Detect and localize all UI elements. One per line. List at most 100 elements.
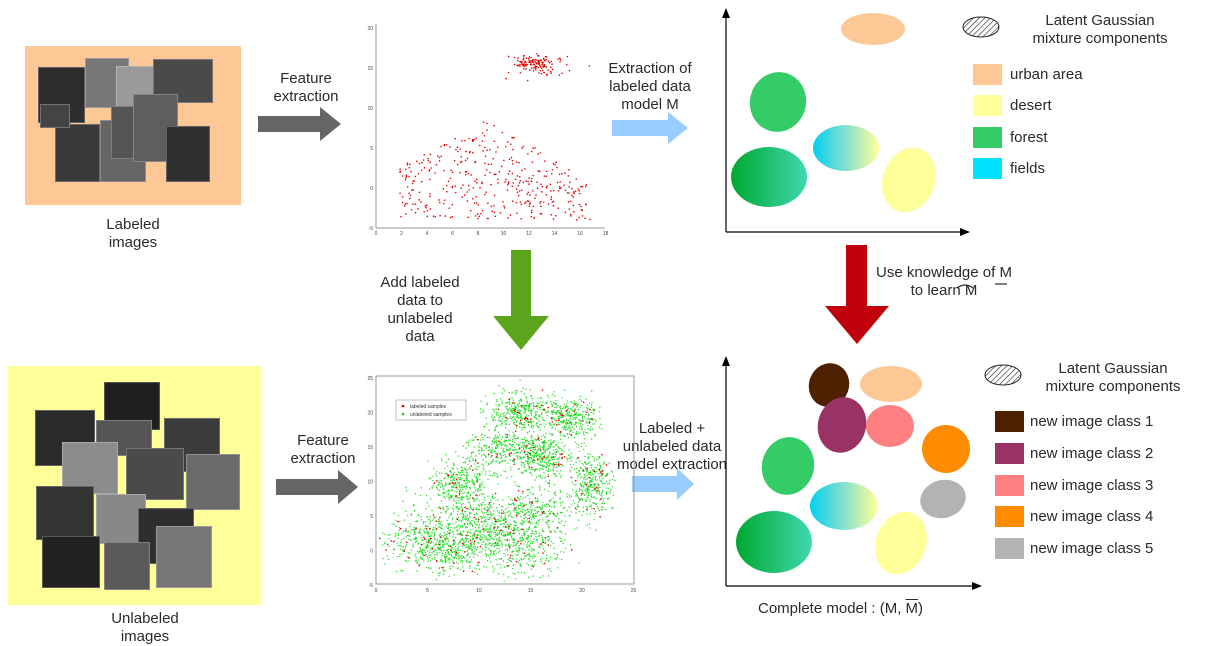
data-point bbox=[576, 495, 578, 497]
data-point bbox=[519, 458, 521, 460]
data-point bbox=[536, 402, 538, 404]
data-point bbox=[453, 464, 455, 467]
data-point bbox=[481, 533, 483, 536]
data-point bbox=[535, 521, 538, 523]
data-point bbox=[478, 505, 481, 507]
x-tick-label: 0 bbox=[375, 588, 378, 594]
data-point bbox=[585, 500, 588, 502]
data-point bbox=[504, 514, 506, 516]
data-point bbox=[582, 411, 584, 413]
data-point bbox=[426, 542, 428, 544]
data-point bbox=[531, 530, 534, 532]
data-point bbox=[532, 442, 535, 445]
data-point bbox=[427, 533, 429, 535]
data-point bbox=[489, 538, 491, 541]
data-point bbox=[567, 201, 570, 203]
data-point bbox=[581, 415, 584, 418]
data-point bbox=[533, 560, 535, 563]
data-point bbox=[451, 551, 454, 554]
data-point bbox=[564, 444, 566, 447]
model-extraction-arrow-bottom bbox=[632, 468, 694, 500]
data-point bbox=[530, 504, 532, 506]
data-point bbox=[542, 510, 545, 513]
data-point bbox=[446, 190, 448, 193]
data-point bbox=[602, 506, 604, 508]
data-point bbox=[462, 461, 465, 464]
data-point bbox=[564, 426, 566, 428]
data-point bbox=[473, 543, 475, 545]
data-point bbox=[439, 543, 442, 545]
data-point bbox=[480, 473, 482, 475]
data-point bbox=[575, 467, 578, 470]
data-point bbox=[488, 513, 490, 516]
data-point bbox=[550, 570, 552, 572]
data-point bbox=[508, 528, 510, 530]
data-point bbox=[475, 508, 477, 511]
data-point bbox=[472, 497, 474, 499]
data-point bbox=[466, 463, 469, 466]
data-point bbox=[384, 541, 386, 543]
data-point bbox=[520, 218, 522, 220]
data-point bbox=[413, 510, 416, 512]
data-point bbox=[593, 489, 595, 491]
data-point bbox=[554, 494, 557, 496]
data-point bbox=[482, 150, 484, 152]
data-point bbox=[546, 185, 548, 187]
data-point bbox=[432, 479, 434, 482]
data-point bbox=[564, 189, 567, 191]
data-point bbox=[547, 439, 550, 442]
data-point bbox=[482, 453, 485, 456]
data-point bbox=[522, 548, 524, 550]
data-point bbox=[553, 529, 555, 531]
data-point bbox=[509, 513, 512, 515]
data-point bbox=[574, 412, 576, 414]
data-point bbox=[586, 490, 589, 493]
data-point bbox=[611, 471, 614, 473]
data-point bbox=[565, 402, 568, 405]
data-point bbox=[429, 161, 431, 163]
data-point bbox=[458, 493, 461, 495]
data-point bbox=[531, 60, 534, 62]
data-point bbox=[467, 441, 470, 443]
data-point bbox=[441, 484, 444, 487]
data-point bbox=[505, 416, 508, 419]
data-point bbox=[440, 480, 443, 482]
data-point bbox=[429, 477, 432, 479]
data-point bbox=[476, 480, 478, 483]
data-point bbox=[521, 147, 523, 149]
data-point bbox=[525, 469, 528, 471]
data-point bbox=[605, 474, 607, 476]
data-point bbox=[572, 204, 575, 207]
data-point bbox=[530, 449, 532, 452]
data-point bbox=[586, 407, 589, 410]
data-point bbox=[475, 475, 478, 478]
data-point bbox=[590, 505, 592, 508]
data-point bbox=[427, 546, 430, 548]
data-point bbox=[549, 545, 552, 547]
data-point bbox=[504, 444, 507, 446]
data-point bbox=[464, 534, 467, 536]
data-point bbox=[556, 411, 558, 413]
x-tick-label: 14 bbox=[552, 231, 558, 237]
data-point bbox=[450, 547, 453, 550]
data-point bbox=[557, 446, 559, 448]
data-point bbox=[416, 570, 418, 572]
y-tick-label: 15 bbox=[367, 66, 373, 72]
data-point bbox=[514, 178, 517, 181]
data-point bbox=[472, 508, 474, 511]
data-point bbox=[516, 456, 518, 458]
satellite-tile bbox=[126, 448, 184, 500]
data-point bbox=[550, 60, 552, 63]
data-point bbox=[463, 139, 466, 142]
data-point bbox=[465, 483, 467, 485]
data-point bbox=[481, 182, 483, 185]
data-point bbox=[568, 494, 570, 496]
data-point bbox=[587, 453, 589, 455]
data-point bbox=[470, 521, 472, 523]
data-point bbox=[595, 467, 598, 469]
data-point bbox=[451, 215, 454, 218]
data-point bbox=[591, 478, 594, 480]
data-point bbox=[455, 478, 458, 481]
data-point bbox=[577, 474, 579, 477]
data-point bbox=[553, 547, 555, 550]
